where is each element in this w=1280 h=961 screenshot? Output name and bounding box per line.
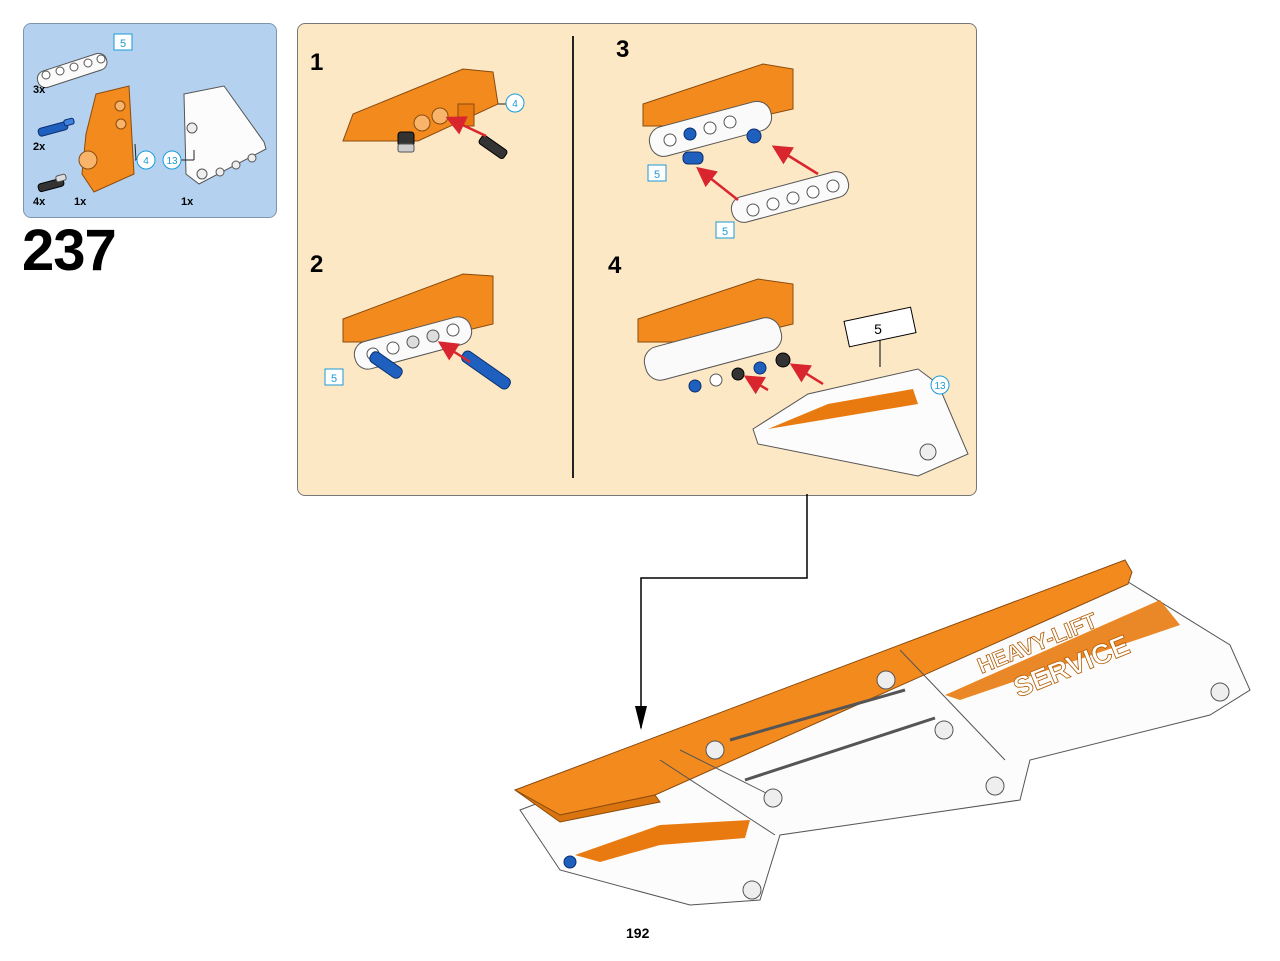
qty-beam: 3x <box>33 84 46 96</box>
callout-4-text: 4 <box>143 156 149 167</box>
orange-panel-part <box>78 85 135 193</box>
sub-steps-panel: 1 2 3 4 4 <box>297 23 977 496</box>
sub-step-1-number: 1 <box>310 49 324 76</box>
sub-step-divider <box>572 36 574 478</box>
qty-black-pin: 4x <box>33 196 46 208</box>
beam-5-part <box>36 52 108 89</box>
beam-length-label-box <box>113 33 133 51</box>
callout-13-circle <box>162 150 182 170</box>
sub-step-4-number: 4 <box>608 252 622 279</box>
step-number: 237 <box>22 218 117 283</box>
callout-13-text: 13 <box>166 156 178 167</box>
qty-orange-panel: 1x <box>74 196 87 208</box>
sub-step-2-length-label: 5 <box>331 373 337 385</box>
black-pin-part <box>37 173 67 193</box>
page-number: 192 <box>626 925 650 941</box>
sub-step-2-number: 2 <box>310 251 324 278</box>
sticker-number: 5 <box>874 321 882 337</box>
connector-arrow <box>640 494 808 728</box>
sticker-line-2: SERVICE <box>1009 629 1134 704</box>
sub-step-1-diagram: 4 <box>342 68 525 160</box>
sub-steps-illustration: 4 5 <box>324 63 969 477</box>
sub-step-3-length-label-b: 5 <box>722 226 728 238</box>
sub-step-4-diagram: 5 13 <box>637 278 969 477</box>
sub-step-2-diagram: 5 <box>324 273 511 390</box>
callout-4-circle <box>136 150 156 170</box>
parts-list-panel: 5 4 <box>23 23 277 218</box>
sub-step-3-length-label-a: 5 <box>654 169 660 181</box>
blue-pin-part <box>37 117 75 137</box>
parts-illustration: 5 4 <box>36 33 267 193</box>
sub-step-1-callout: 4 <box>512 99 518 110</box>
white-panel-part <box>183 85 267 185</box>
beam-length-label: 5 <box>120 38 126 50</box>
sub-step-4-callout: 13 <box>934 381 946 392</box>
sticker-line-1: HEAVY-LIFT <box>974 608 1101 679</box>
qty-blue-pin: 2x <box>33 141 46 153</box>
qty-white-panel: 1x <box>181 196 194 208</box>
sub-step-3-diagram: 5 5 <box>642 63 850 239</box>
sub-step-3-number: 3 <box>616 36 630 63</box>
